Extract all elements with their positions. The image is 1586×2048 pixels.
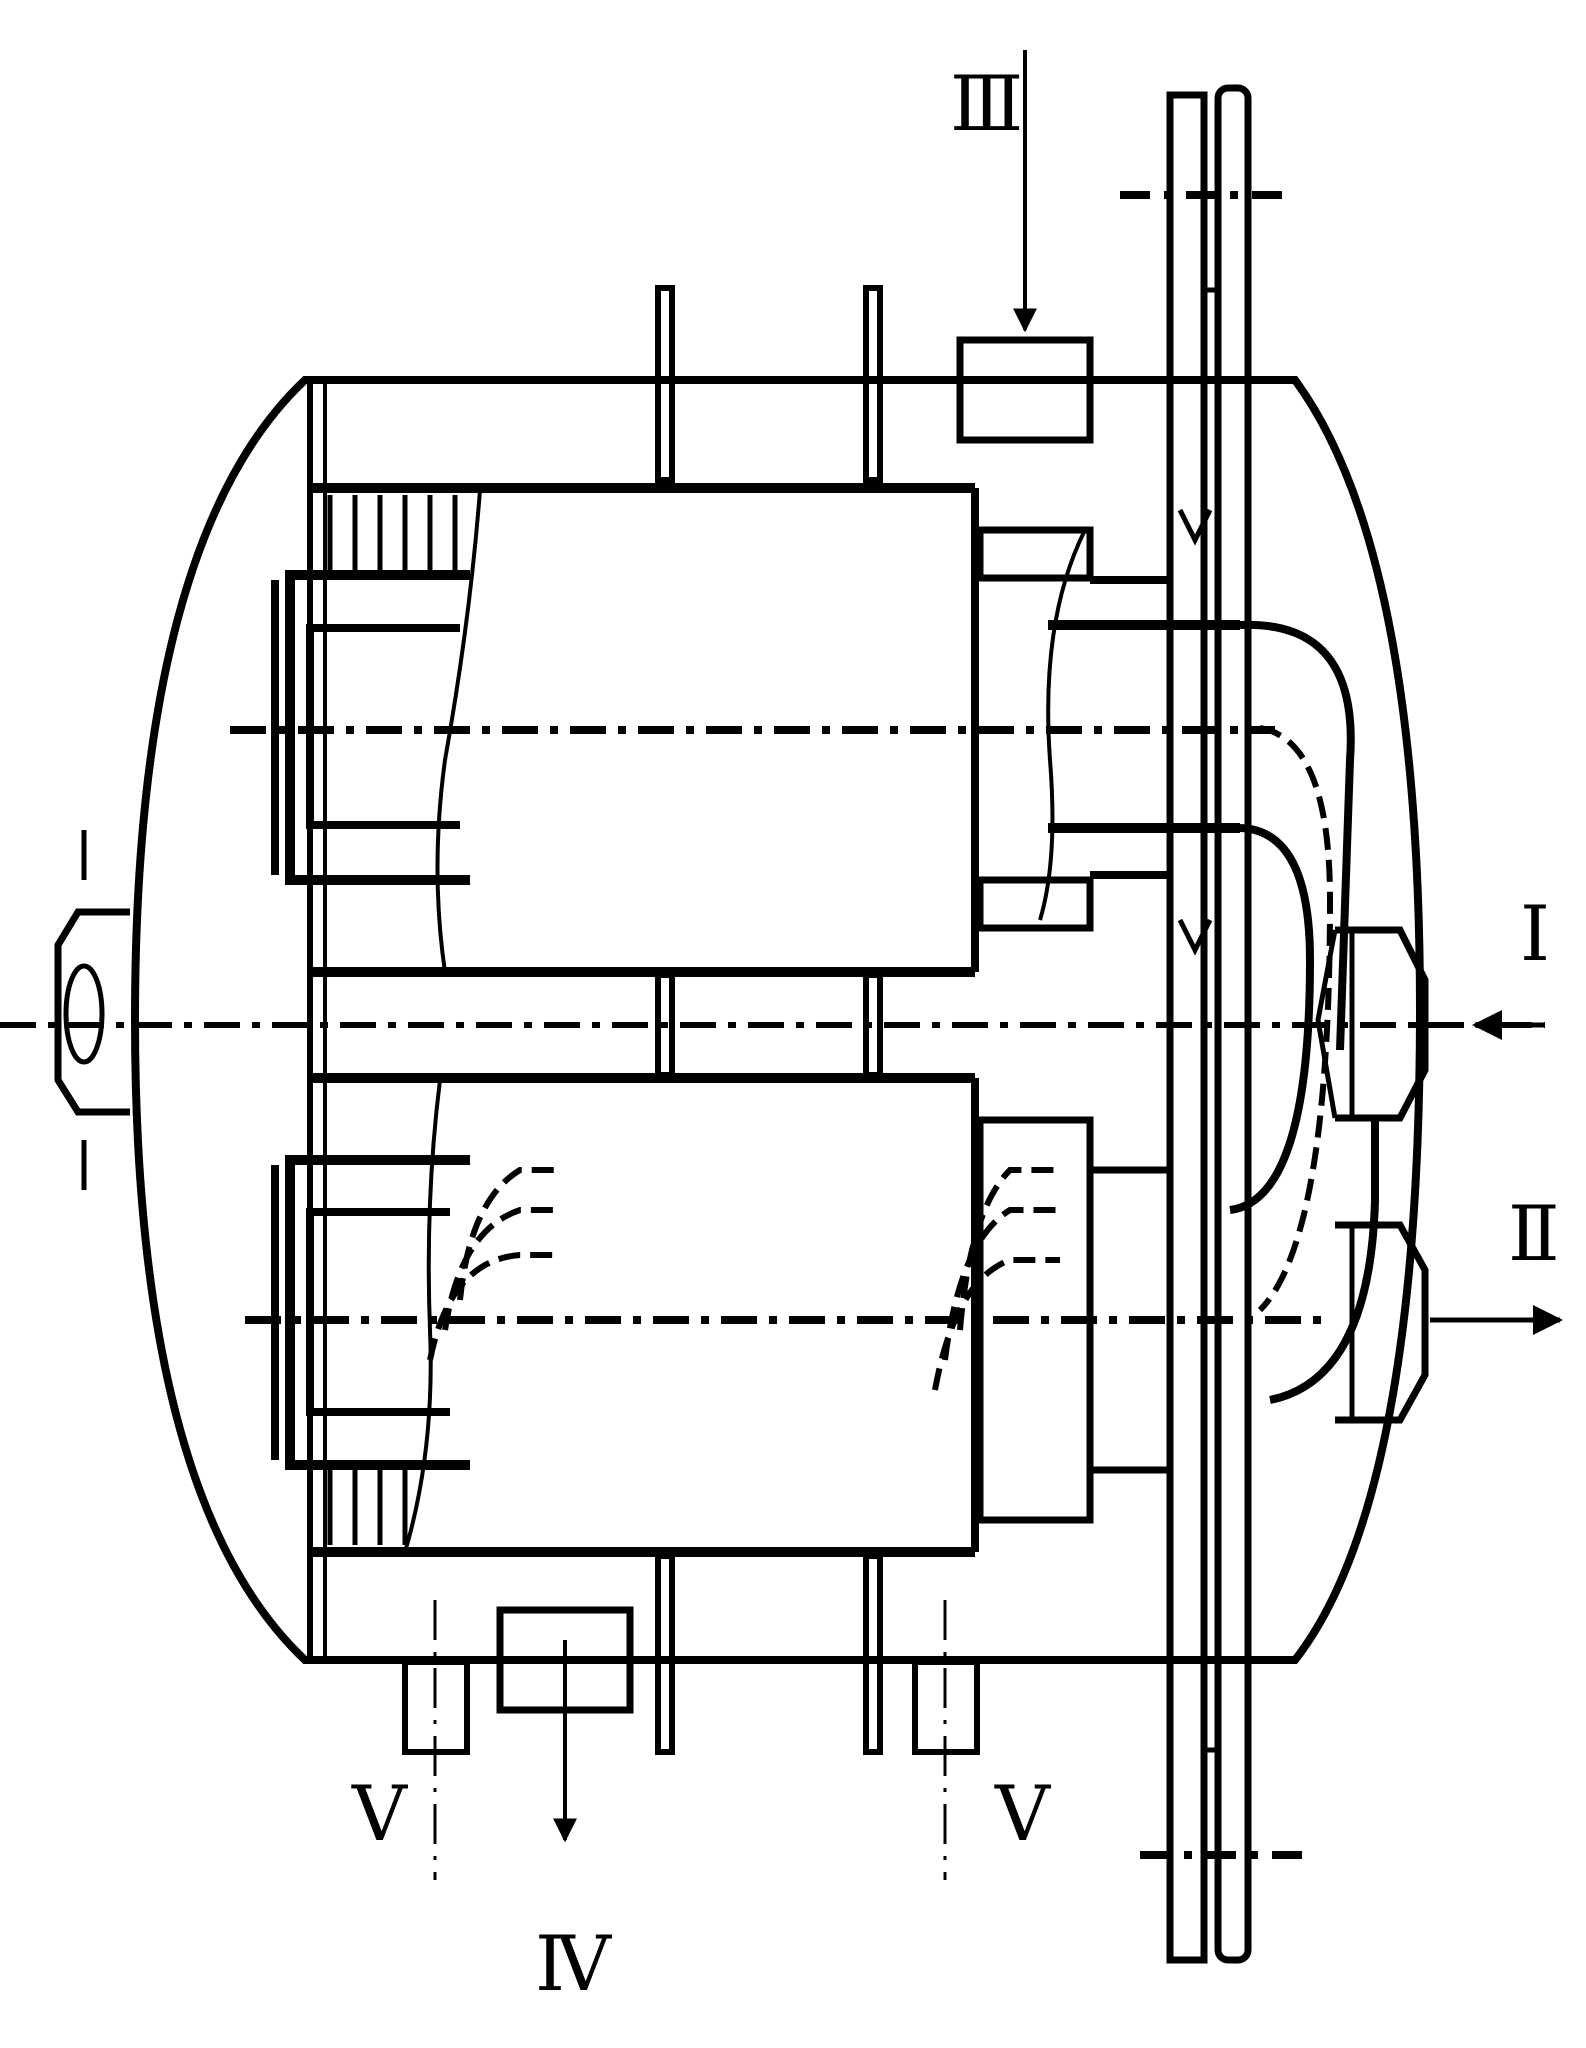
label-i: Ⅰ (1520, 889, 1550, 978)
label-v-left: Ⅴ (351, 1769, 408, 1858)
nozzle-i (1315, 926, 1429, 1122)
nozzle-iii (956, 50, 1094, 444)
lower-tube-bundle (271, 1073, 1060, 1557)
label-iii: Ⅲ (950, 59, 1023, 148)
left-nozzle (54, 830, 130, 1190)
baffle-plates (655, 285, 883, 1755)
vessel-shell (130, 376, 1425, 1664)
center-lines (0, 726, 1545, 1324)
tube-sheet-flange (1120, 84, 1310, 1964)
label-iv: Ⅳ (535, 1919, 613, 2008)
upper-tube-bundle (271, 483, 1087, 977)
label-ii: Ⅱ (1508, 1189, 1560, 1278)
nozzle-ii (1335, 1221, 1429, 1424)
label-v-right: Ⅴ (994, 1769, 1051, 1858)
drain-nozzles-v (402, 1600, 980, 1880)
nozzle-iv (496, 1606, 634, 1843)
flow-arrows (1430, 1010, 1563, 1335)
